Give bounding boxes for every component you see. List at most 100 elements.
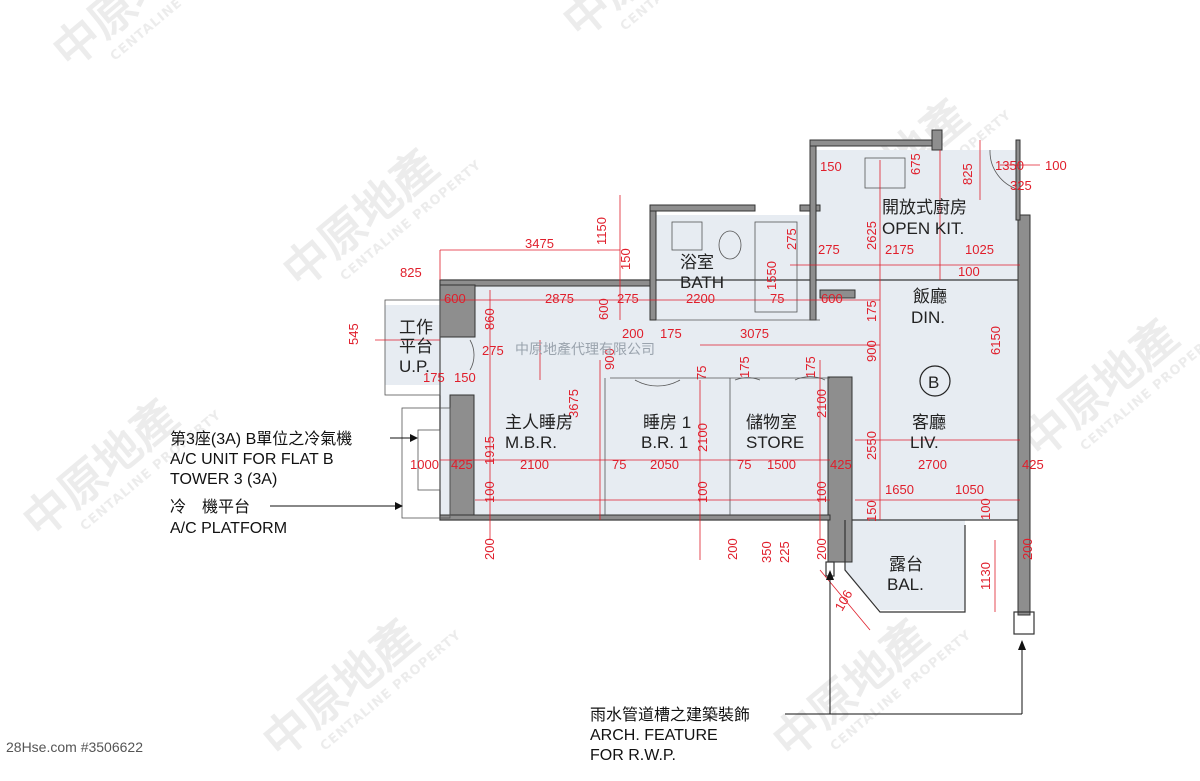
dim-label: 200 (725, 538, 740, 560)
dim-label: 6150 (988, 326, 1003, 355)
arch-note-en1: ARCH. FEATURE (590, 727, 718, 744)
dim-label: 325 (1010, 178, 1032, 193)
dim-label: 3075 (740, 326, 769, 341)
dim-label: 200 (814, 538, 829, 560)
bath-label-zh: 浴室 (680, 253, 714, 272)
dim-label: 1130 (978, 562, 993, 590)
dim-label: 545 (346, 323, 361, 345)
dim-label: 150 (454, 370, 476, 385)
dim-label: 1550 (764, 261, 779, 290)
watermark: 中原地產 CENTALINE PROPERTY (552, 0, 765, 48)
dim-label: 675 (908, 153, 923, 175)
dim-label: 1025 (965, 242, 994, 257)
dim-label: 200 (1020, 538, 1035, 560)
walls (384, 129, 1035, 635)
ac-platform-note-en: A/C PLATFORM (170, 520, 287, 537)
dim-label: 175 (864, 300, 879, 322)
utility-platform-label-zh2: 平台 (399, 337, 433, 356)
dim-label: 150 (820, 159, 842, 174)
dim-label: 425 (830, 457, 852, 472)
store-label-en: STORE (746, 433, 804, 452)
listing-reference: 28Hse.com #3506622 (6, 739, 143, 755)
dim-label: 200 (482, 538, 497, 560)
watermark: 中原地產 CENTALINE PROPERTY (252, 609, 464, 769)
dimension-lines (375, 140, 1040, 631)
dim-label: 75 (737, 457, 751, 472)
dim-label: 75 (770, 291, 784, 306)
dim-label: 100 (814, 481, 829, 503)
arch-note-en2: FOR R.W.P. (590, 747, 676, 764)
dim-label: 1500 (767, 457, 796, 472)
dim-label: 100 (958, 264, 980, 279)
arch-note-zh: 雨水管道槽之建築裝飾 (590, 706, 750, 724)
dim-label: 425 (1022, 457, 1044, 472)
dining-label-en: DIN. (911, 308, 945, 327)
dim-label: 2100 (695, 423, 710, 452)
store-label-zh: 儲物室 (746, 413, 797, 432)
dim-label: 1000 (410, 457, 439, 472)
dim-label: 2100 (814, 389, 829, 418)
ac-unit-note-en2: TOWER 3 (3A) (170, 471, 277, 488)
dim-label: 2550 (864, 431, 879, 460)
dim-label: 275 (617, 291, 639, 306)
ac-unit-note-zh: 第3座(3A) B單位之冷氣機 (170, 430, 352, 448)
dim-label: 75 (694, 366, 709, 380)
dim-label: 2625 (864, 221, 879, 250)
annotations: 第3座(3A) B單位之冷氣機 A/C UNIT FOR FLAT B TOWE… (170, 430, 1026, 764)
dim-label: 175 (660, 326, 682, 341)
dim-label: 1650 (885, 482, 914, 497)
dim-label: 350 (759, 541, 774, 563)
dim-label: 425 (451, 457, 473, 472)
dim-label: 175 (423, 370, 445, 385)
dim-label: 100 (1045, 158, 1067, 173)
living-label-en: LIV. (910, 433, 939, 452)
dim-label: 75 (612, 457, 626, 472)
arch-arrowhead-right (1018, 640, 1026, 650)
dim-label: 175 (737, 356, 752, 378)
dim-label: 1915 (482, 436, 497, 465)
room-labels: 開放式廚房 OPEN KIT. 浴室 BATH 飯廳 DIN. 工作 平台 U.… (399, 197, 967, 594)
dim-label: 825 (400, 265, 422, 280)
dim-label: 2200 (686, 291, 715, 306)
unit-marker-circle (919, 365, 951, 397)
balcony-label-zh: 露台 (889, 555, 923, 574)
dim-label: 175 (803, 356, 818, 378)
master-bedroom-label-zh: 主人睡房 (505, 413, 573, 432)
dim-label: 275 (818, 242, 840, 257)
agency-caption: 中原地產代理有限公司 (515, 341, 655, 357)
watermark: 中原地產 CENTALINE PROPERTY (762, 609, 974, 769)
dim-label: 200 (622, 326, 644, 341)
dining-label-zh: 飯廳 (913, 287, 947, 306)
ac-unit-arrowhead (410, 434, 418, 442)
watermark: 中原地產 CENTALINE PROPERTY (1012, 309, 1200, 469)
open-kitchen-label-zh: 開放式廚房 (882, 197, 967, 217)
utility-platform-label-zh1: 工作 (399, 318, 433, 337)
dim-label: 1050 (955, 482, 984, 497)
dim-label: 150 (864, 500, 879, 522)
dim-label: 600 (444, 291, 466, 306)
dim-label: 900 (864, 340, 879, 362)
dim-label: 2175 (885, 242, 914, 257)
bedroom1-label-en: B.R. 1 (641, 433, 688, 452)
master-bedroom-label-en: M.B.R. (505, 433, 557, 452)
utility-platform-label-en: U.P. (399, 357, 430, 376)
watermark-en: CENTALINE PROPERTY (618, 0, 765, 34)
arch-arrowhead-left (826, 570, 834, 580)
unit-marker-label: B (928, 373, 939, 392)
balcony-label-en: BAL. (887, 575, 924, 594)
ac-platform-note-zh: 冷 機平台 (170, 498, 250, 516)
dim-label: 2050 (650, 457, 679, 472)
dim-label: 2700 (918, 457, 947, 472)
living-label-zh: 客廳 (912, 413, 946, 432)
dim-label: 275 (784, 228, 799, 250)
dim-label: 275 (482, 343, 504, 358)
dim-label: 1150 (594, 217, 609, 245)
dim-label: 3675 (566, 389, 581, 418)
dim-label: 900 (602, 348, 617, 370)
dim-label: 1350 (995, 158, 1024, 173)
dim-label: 825 (960, 163, 975, 185)
dim-label: 2875 (545, 291, 574, 306)
ac-unit-note-en1: A/C UNIT FOR FLAT B (170, 451, 334, 468)
bedroom1-label-zh: 睡房 1 (643, 413, 691, 432)
